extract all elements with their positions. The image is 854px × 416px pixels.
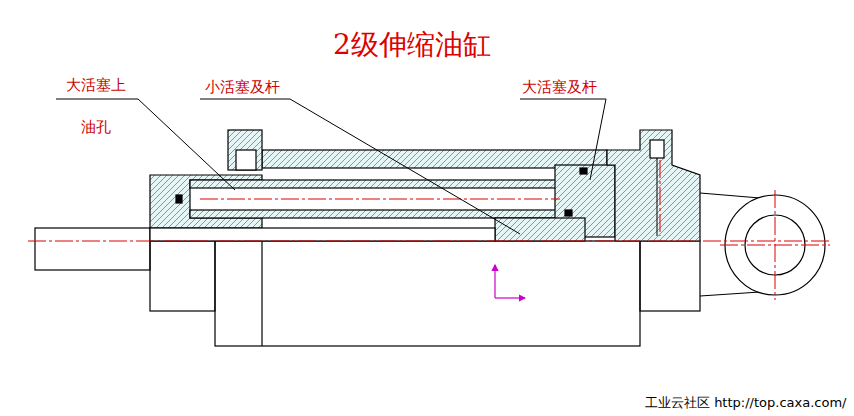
axis-symbol [495,265,525,298]
section-view [150,130,700,241]
part-label: 大活塞及杆 [522,78,597,97]
watermark: 工业云社区 http://top.caxa.com/ [645,394,846,412]
center-lines-part [28,241,830,242]
section-view-part [657,158,658,236]
axis-symbol-part [495,297,525,298]
section-view-part [176,195,182,203]
center-lines-part [720,245,830,246]
leader-lines [56,99,606,234]
drawing-title: 2级伸缩油缸 [333,26,491,64]
exterior-view-part [215,241,640,346]
section-view-part [190,180,560,188]
section-view-part [650,140,664,158]
leader-lines-part [520,99,606,180]
exterior-view-part [261,241,262,346]
axis-symbol-part [494,265,495,298]
section-view-part [228,130,262,170]
leader-lines-part [56,99,235,190]
part-label: 小活塞及杆 [205,78,280,97]
section-view-part [190,210,560,218]
section-view-part [580,168,587,174]
exterior-view-part [640,241,700,311]
section-view-part [150,228,495,241]
section-view-part [607,130,700,241]
center-lines-part [200,199,560,200]
part-label: 大活塞上 油孔 [61,64,131,148]
exterior-view-part [35,228,150,270]
leader-lines-part [200,99,520,234]
exterior-view-part [150,241,215,311]
section-view-part [236,150,256,170]
section-view-part [495,218,585,241]
center-lines-part [660,160,661,236]
section-view-part [565,210,572,216]
